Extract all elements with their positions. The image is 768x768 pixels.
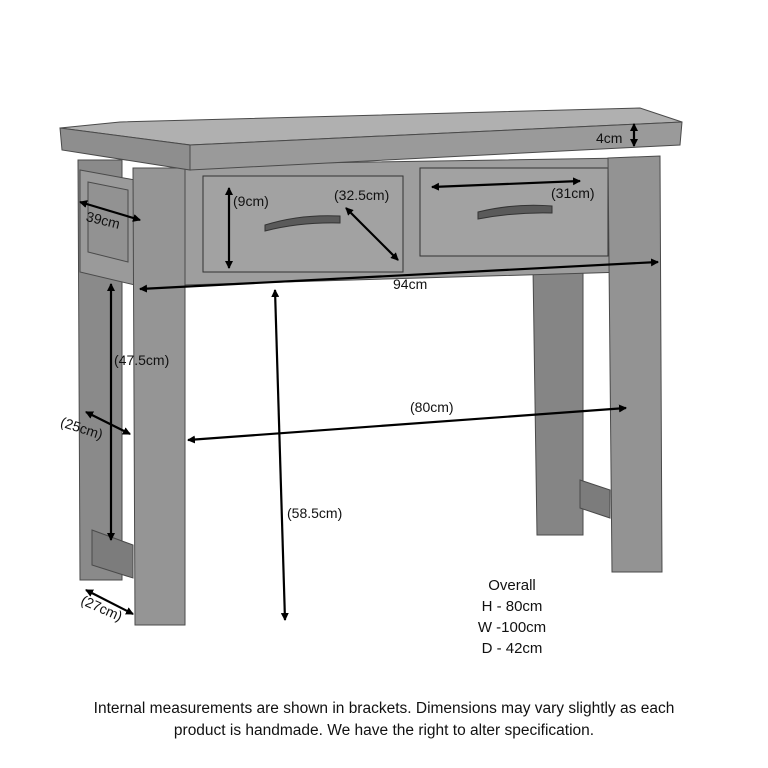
label-inner-width: (80cm) bbox=[410, 399, 454, 415]
drawer-handle-left bbox=[264, 215, 341, 232]
overall-title: Overall bbox=[488, 577, 536, 594]
disclaimer-line-1: Internal measurements are shown in brack… bbox=[93, 700, 675, 717]
left-stretcher bbox=[91, 529, 134, 579]
label-frame-width: 94cm bbox=[393, 276, 428, 292]
arrow-frame-width bbox=[139, 258, 659, 293]
label-drawer-diagonal: (32.5cm) bbox=[334, 187, 390, 203]
disclaimer: Internal measurements are shown in brack… bbox=[0, 698, 768, 742]
arrow-depth-top bbox=[79, 200, 141, 222]
overall-width: W -100cm bbox=[477, 619, 547, 636]
front-left-leg bbox=[132, 167, 186, 626]
arrow-inner-width bbox=[187, 404, 627, 444]
arrow-leg-depth bbox=[85, 589, 134, 615]
table-top-side-edge bbox=[59, 127, 191, 171]
disclaimer-line-2: product is handmade. We have the right t… bbox=[173, 722, 595, 739]
arrow-side-inner bbox=[85, 411, 131, 435]
label-drawer-height: (9cm) bbox=[233, 193, 269, 209]
label-top-thickness: 4cm bbox=[596, 130, 623, 146]
overall-depth: D - 42cm bbox=[481, 640, 543, 657]
arrow-floor-to-apron bbox=[271, 289, 289, 621]
drawer-handle-right bbox=[477, 204, 553, 220]
label-leg-gap-height: (47.5cm) bbox=[114, 352, 170, 368]
label-floor-to-apron: (58.5cm) bbox=[287, 505, 343, 521]
front-right-leg bbox=[607, 155, 663, 573]
arrow-drawer-diagonal bbox=[345, 207, 399, 261]
back-right-leg bbox=[532, 267, 584, 536]
overall-dimensions: Overall H - 80cm W -100cm D - 42cm bbox=[462, 575, 562, 659]
right-stretcher bbox=[579, 479, 611, 519]
arrow-drawer-width bbox=[431, 177, 581, 191]
overall-height: H - 80cm bbox=[481, 598, 543, 615]
label-drawer-width: (31cm) bbox=[551, 185, 595, 201]
